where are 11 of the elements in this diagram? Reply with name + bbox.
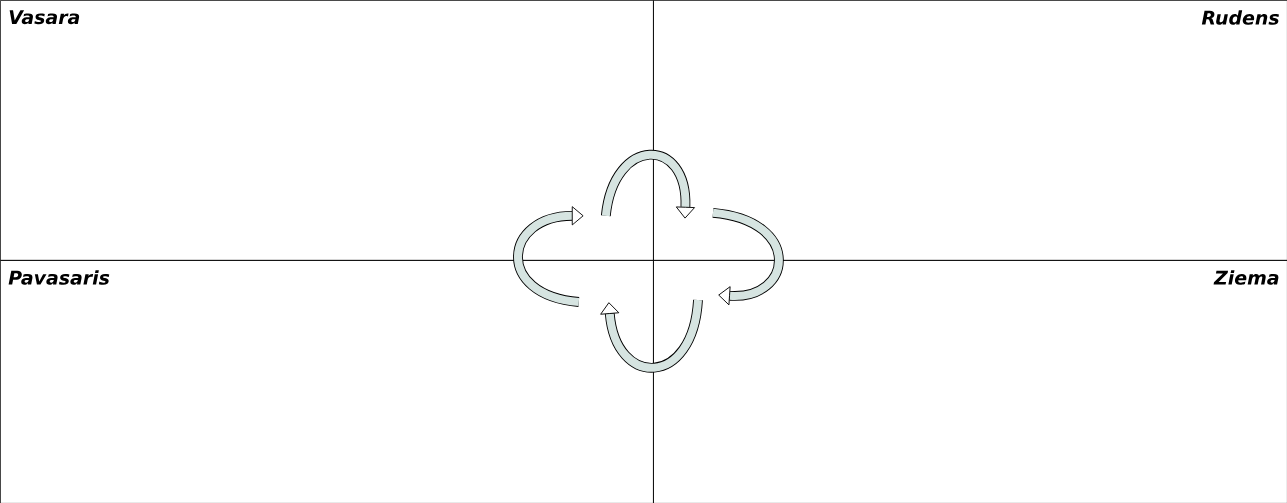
- season-label: Ziema: [1213, 270, 1279, 285]
- quadrant-cell: [0, 260, 654, 503]
- curved-arrow: [712, 207, 784, 306]
- season-label: Pavasaris: [8, 270, 110, 285]
- curved-arrow: [513, 206, 584, 307]
- curved-arrow: [601, 149, 695, 219]
- season-label: Rudens: [1201, 10, 1279, 25]
- quadrant-cell: [653, 260, 1287, 503]
- quadrant-cell: [0, 0, 654, 261]
- season-label: Vasara: [9, 10, 80, 25]
- quadrant-cell: [653, 0, 1287, 261]
